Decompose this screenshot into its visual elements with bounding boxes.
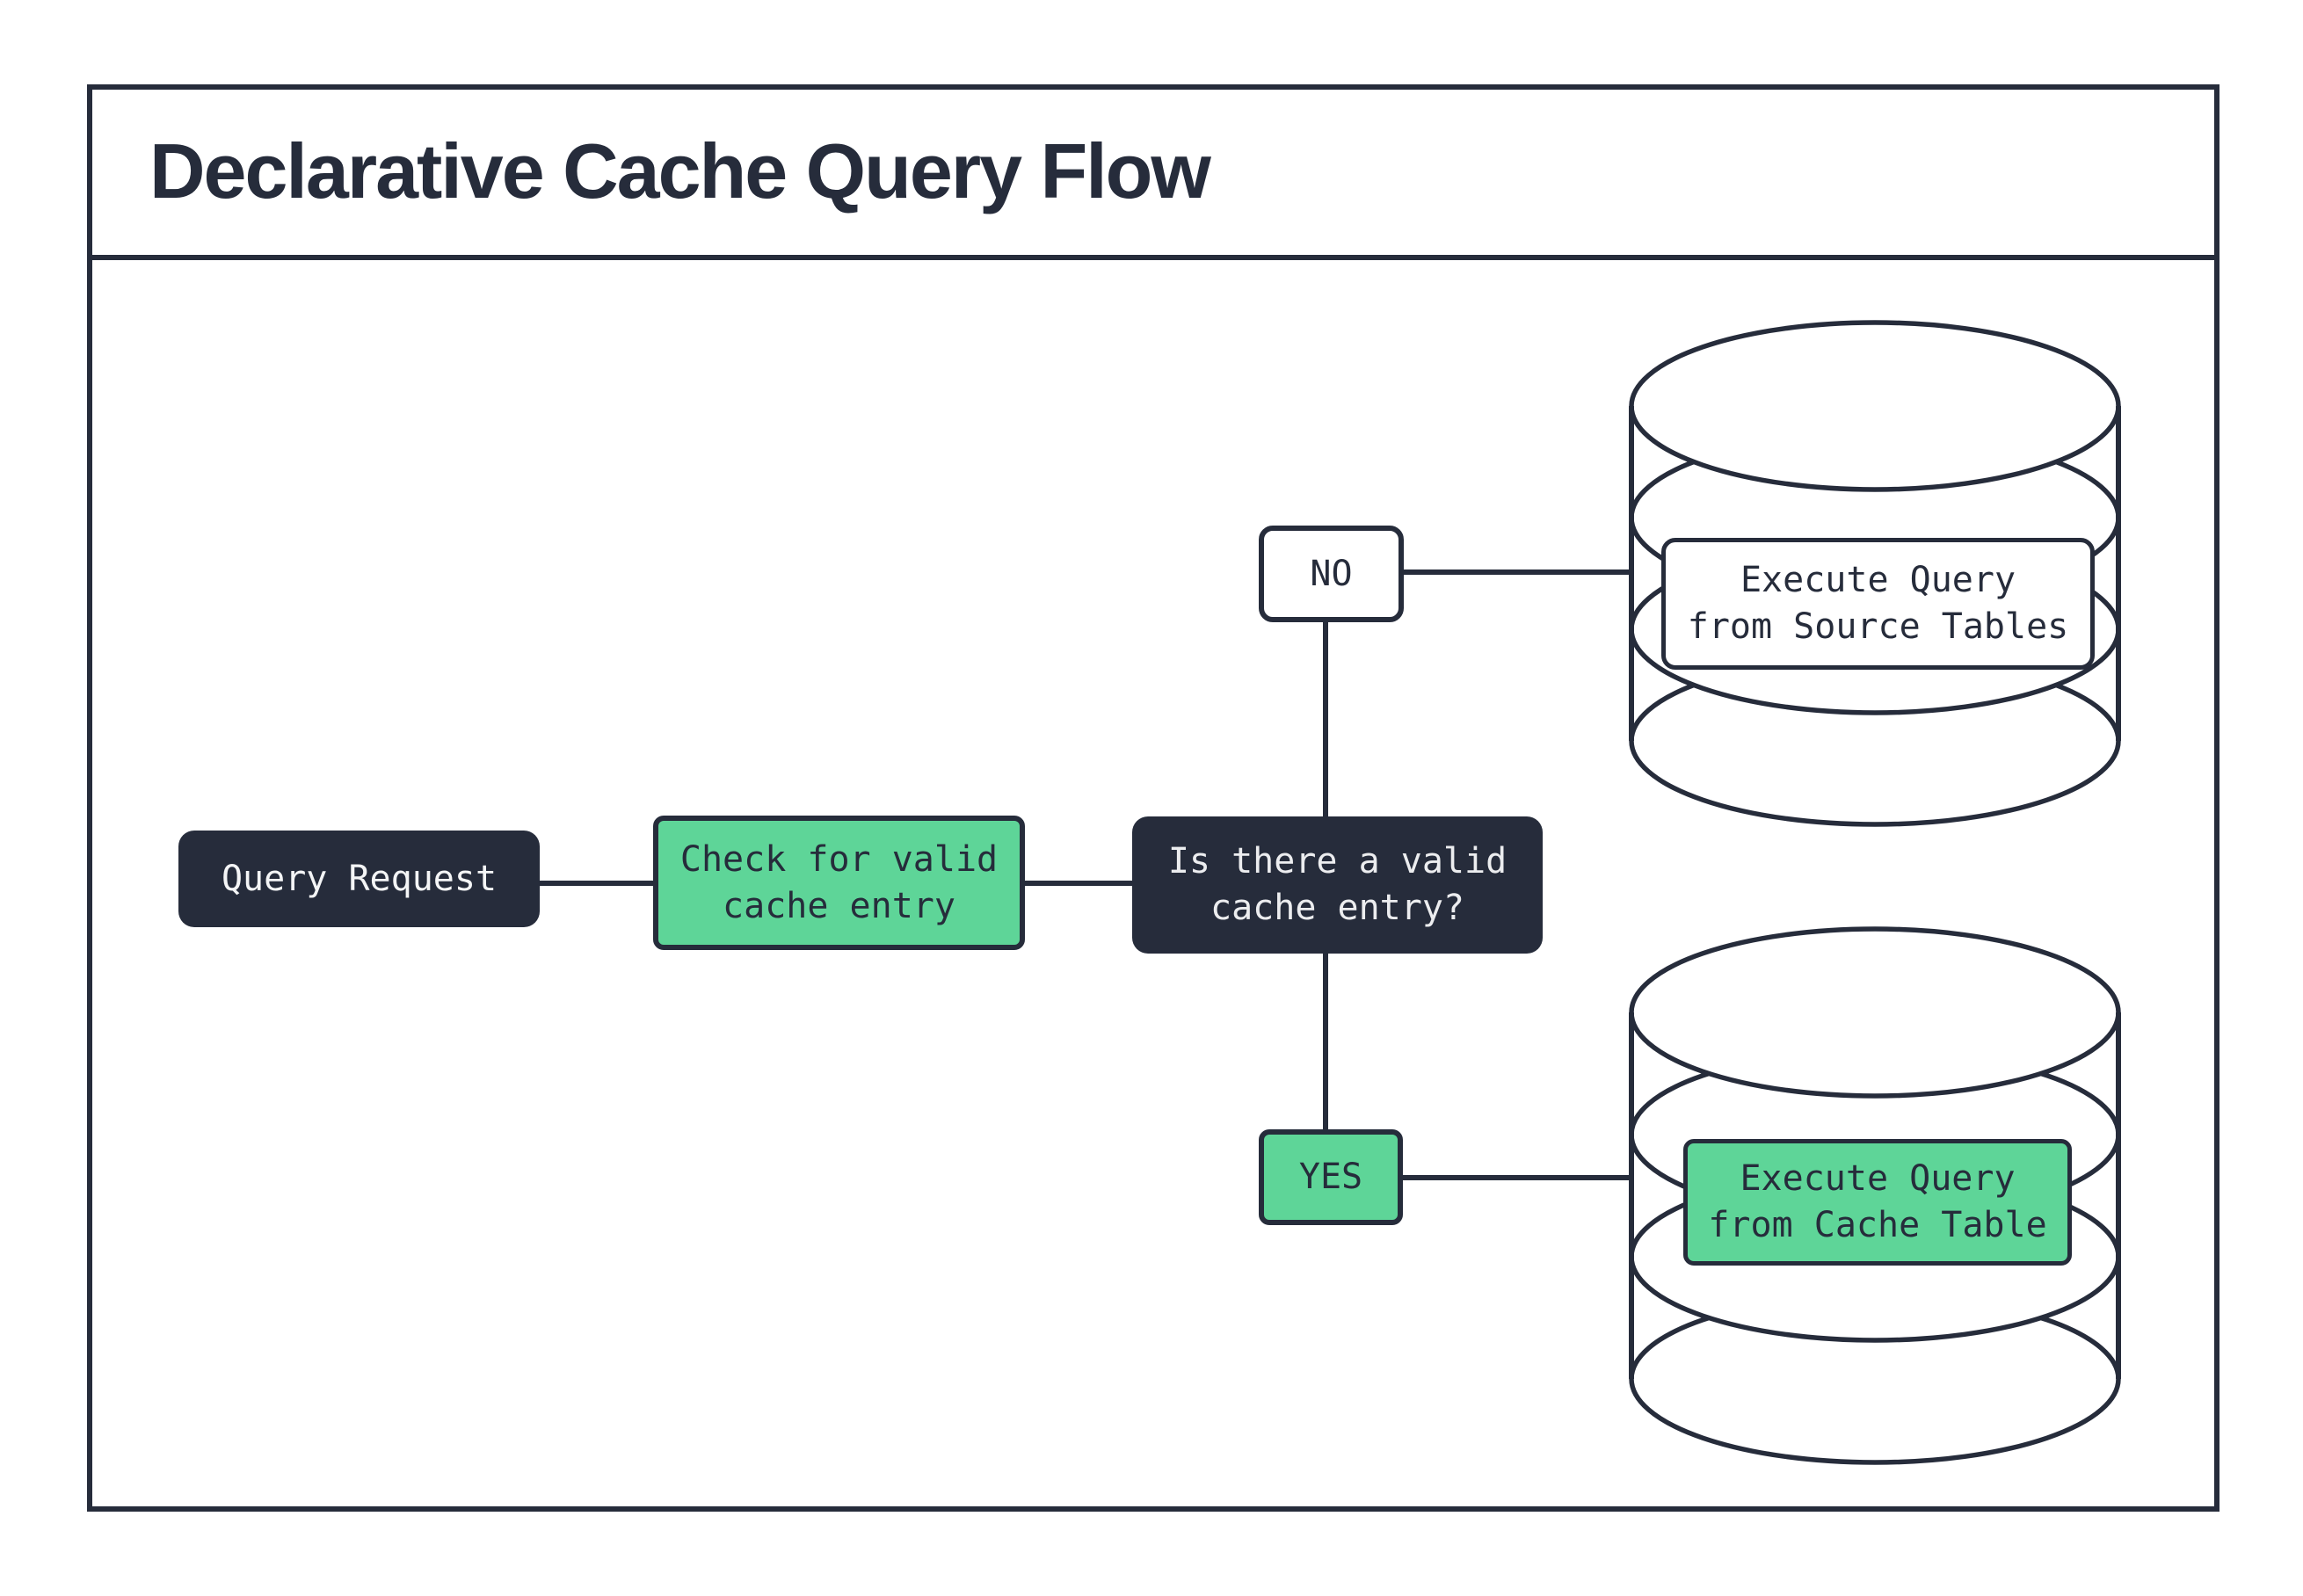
source-db-label-line2: from Source Tables: [1687, 606, 2069, 647]
no-branch-node: NO: [1259, 526, 1404, 622]
diagram-title: Declarative Cache Query Flow: [149, 127, 1211, 214]
source-db-label-line1: Execute Query: [1740, 560, 2016, 600]
check-cache-node: Check for valid cache entry: [653, 816, 1025, 950]
yes-branch-node: YES: [1259, 1129, 1403, 1225]
cache-db-label-line2: from Cache Table: [1708, 1205, 2047, 1245]
decision-label-line1: Is there a valid: [1167, 841, 1507, 881]
query-request-label: Query Request: [221, 858, 498, 899]
check-cache-label-line1: Check for valid: [679, 838, 999, 880]
cache-db-label-node: Execute Query from Cache Table: [1683, 1139, 2072, 1266]
check-cache-label-line2: cache entry: [723, 885, 955, 926]
decision-label-line2: cache entry?: [1210, 888, 1464, 928]
header-divider: [87, 255, 2219, 260]
no-branch-label: NO: [1310, 553, 1353, 594]
yes-branch-label: YES: [1298, 1157, 1363, 1197]
decision-node: Is there a valid cache entry?: [1132, 816, 1543, 954]
source-db-label-node: Execute Query from Source Tables: [1661, 538, 2095, 670]
query-request-node: Query Request: [178, 831, 540, 927]
diagram-frame: [87, 84, 2219, 1512]
cache-db-label-line1: Execute Query: [1740, 1158, 2016, 1199]
